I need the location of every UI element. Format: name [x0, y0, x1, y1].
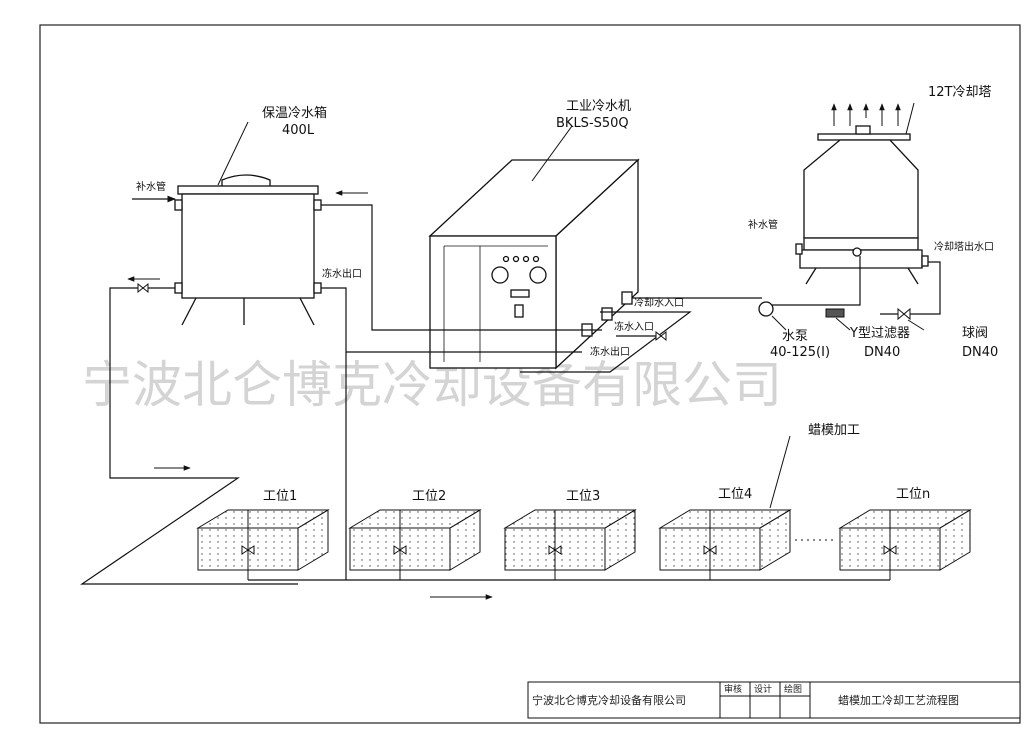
chiller-name-label: 工业冷水机 [566, 99, 631, 114]
workstation-1-label: 工位1 [263, 489, 297, 504]
tank-leader-line [217, 121, 249, 186]
tower-leader-line [905, 102, 915, 135]
workstation-2-label: 工位2 [412, 489, 446, 504]
workstation-2: 工位2 [348, 489, 482, 580]
valve-leader-line [907, 319, 925, 331]
workstation-4: 工位4 [658, 487, 792, 580]
title-block-review: 审核 [724, 683, 742, 695]
insulated-water-tank [174, 174, 322, 326]
workstation-1: 工位1 [196, 489, 330, 580]
title-block: 宁波北仑博克冷却设备有限公司 审核 设计 绘图 蜡模加工冷却工艺流程图 [527, 681, 1021, 719]
strainer-leader-line [835, 317, 851, 331]
chiller-leader-line [531, 125, 573, 182]
ball-valve-size-label: DN40 [962, 345, 998, 360]
strainer-size-label: DN40 [864, 345, 900, 360]
cooling-tower [795, 125, 929, 285]
tank-name-label: 保温冷水箱 [262, 105, 327, 121]
chiller-model-label: BKLS-S50Q [556, 116, 629, 131]
workstation-3: 工位3 [503, 489, 637, 580]
tank-makeup-label: 补水管 [136, 180, 166, 193]
tower-exhaust-arrows [831, 103, 901, 126]
pump-symbol [758, 301, 774, 317]
tank-capacity-label: 400L [282, 123, 315, 138]
workstation-4-label: 工位4 [718, 487, 752, 502]
piping [80, 204, 941, 585]
chiller-chilled-outlet-label: 冻水出口 [590, 345, 630, 358]
process-label: 蜡模加工 [808, 423, 860, 438]
drawing-frame [39, 24, 1021, 724]
title-block-title: 蜡模加工冷却工艺流程图 [838, 693, 959, 707]
chiller-chilled-inlet-label: 冻水入口 [614, 320, 654, 333]
ball-valve-name-label: 球阀 [962, 326, 988, 341]
tower-name-label: 12T冷却塔 [928, 85, 991, 100]
tank-valve-symbol [137, 282, 149, 294]
tower-outlet-label: 冷却塔出水口 [934, 240, 994, 253]
strainer-name-label: Y型过滤器 [849, 326, 910, 341]
chiller-cooling-inlet-label: 冷却水入口 [634, 296, 684, 309]
pump-name-label: 水泵 [782, 329, 808, 344]
workstation-3-label: 工位3 [566, 489, 600, 504]
process-leader-line [769, 435, 791, 509]
title-block-drawing: 绘图 [784, 683, 802, 695]
tank-outlet-label: 冻水出口 [322, 267, 362, 280]
industrial-chiller [428, 158, 640, 370]
tower-makeup-label: 补水管 [748, 218, 778, 231]
ball-valve-symbol [897, 307, 911, 321]
chiller-valve-symbol [655, 330, 667, 342]
pump-leader-line [771, 315, 787, 331]
y-strainer-symbol [825, 308, 845, 318]
title-block-company: 宁波北仑博克冷却设备有限公司 [532, 693, 686, 707]
workstation-n-label: 工位n [896, 487, 930, 502]
title-block-design: 设计 [754, 683, 772, 695]
workstation-n: 工位n [838, 487, 972, 580]
chiller-base [520, 311, 692, 373]
pump-model-label: 40-125(I) [770, 345, 830, 360]
